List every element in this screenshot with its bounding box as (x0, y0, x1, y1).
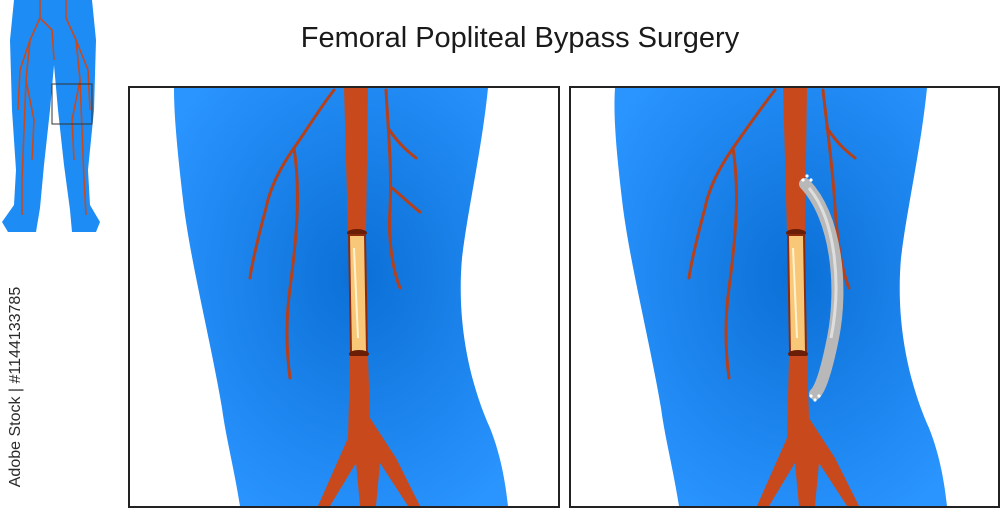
main-artery-upper (783, 88, 807, 233)
thigh-shape (614, 88, 947, 506)
thigh-shape (174, 88, 508, 506)
panel-after-bypass (569, 86, 1000, 508)
diagram-title: Femoral Popliteal Bypass Surgery (300, 22, 740, 54)
watermark-text: Adobe Stock | #1144133785 (7, 286, 24, 488)
artery-branches (248, 88, 422, 380)
stock-watermark: Adobe Stock | #1144133785 (4, 262, 28, 512)
main-artery-lower (318, 356, 420, 506)
artery-branches (687, 88, 857, 380)
panel-before-bypass (128, 86, 560, 508)
legs-thumbnail (2, 0, 100, 232)
graft-sutures (801, 174, 821, 402)
locator-box (51, 83, 93, 125)
main-artery-upper (344, 88, 368, 233)
main-artery-lower (757, 356, 859, 506)
legs-silhouette (2, 0, 100, 232)
thumbnail-arteries (17, 0, 91, 216)
